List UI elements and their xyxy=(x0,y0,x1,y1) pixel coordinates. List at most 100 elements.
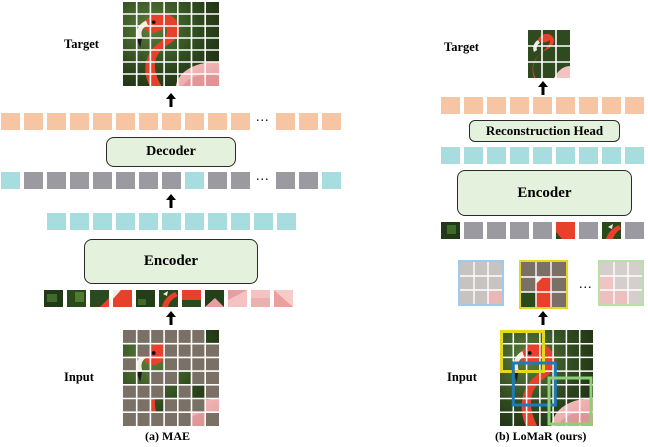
encoder-output-token xyxy=(231,213,250,230)
mask-token xyxy=(70,172,89,189)
visible-patch-token xyxy=(182,290,201,307)
window-blue xyxy=(458,260,504,306)
mask-token xyxy=(231,172,250,189)
mask-token xyxy=(93,172,112,189)
encoder-label: Encoder xyxy=(143,253,199,269)
mask-token xyxy=(510,222,529,239)
decoder-output-token xyxy=(322,113,341,130)
mae-input-image xyxy=(123,330,219,426)
up-arrow-icon xyxy=(166,194,176,208)
lomar-input-image xyxy=(500,330,593,426)
visible-patch-token xyxy=(228,290,247,307)
up-arrow-icon xyxy=(538,311,548,325)
right-target-label: Target xyxy=(444,40,479,54)
encoder-output-token xyxy=(625,147,644,164)
encoder-output-token xyxy=(441,147,460,164)
blue-window-outline xyxy=(511,361,557,407)
encoder-output-token xyxy=(602,147,621,164)
left-caption: (a) MAE xyxy=(145,429,190,443)
mask-token xyxy=(276,172,295,189)
encoder-output-token xyxy=(139,213,158,230)
lomar-target-image xyxy=(528,30,570,78)
decoder-input-token xyxy=(1,172,20,189)
encoder-output-token xyxy=(116,213,135,230)
mask-token xyxy=(162,172,181,189)
mask-token xyxy=(139,172,158,189)
encoder-output-token xyxy=(556,147,575,164)
mask-token xyxy=(533,222,552,239)
mask-token xyxy=(464,222,483,239)
decoder-output-token xyxy=(93,113,112,130)
right-input-label: Input xyxy=(447,370,477,384)
window-green xyxy=(598,260,644,306)
head-output-token xyxy=(533,97,552,114)
decoder-input-token xyxy=(322,172,341,189)
window-yellow xyxy=(519,260,568,309)
head-output-token xyxy=(464,97,483,114)
decoder-output-token xyxy=(208,113,227,130)
visible-patch-token xyxy=(44,290,63,307)
head-output-token xyxy=(556,97,575,114)
decoder-output-token xyxy=(1,113,20,130)
visible-patch-token xyxy=(113,290,132,307)
mask-token xyxy=(24,172,43,189)
decoder-output-token xyxy=(276,113,295,130)
encoder-output-token xyxy=(579,147,598,164)
lomar-encoder-block: Encoder xyxy=(457,170,632,216)
decoder-input-token xyxy=(185,172,204,189)
encoder-block: Encoder xyxy=(84,239,258,284)
ellipsis: ... xyxy=(256,110,270,125)
head-output-token xyxy=(625,97,644,114)
encoder-output-token xyxy=(162,213,181,230)
yellow-window-outline xyxy=(500,330,545,373)
visible-patch-token xyxy=(67,290,86,307)
visible-patch-token xyxy=(159,290,178,307)
right-caption: (b) LoMaR (ours) xyxy=(495,429,587,443)
mae-target-image xyxy=(123,2,219,86)
ellipsis: ... xyxy=(256,169,270,184)
head-output-token xyxy=(579,97,598,114)
head-output-token xyxy=(487,97,506,114)
mask-token xyxy=(208,172,227,189)
head-output-token xyxy=(510,97,529,114)
encoder-output-token xyxy=(254,213,273,230)
encoder-output-token xyxy=(93,213,112,230)
visible-patch-token xyxy=(556,222,575,239)
mask-token xyxy=(487,222,506,239)
encoder-output-token xyxy=(277,213,296,230)
encoder-output-token xyxy=(185,213,204,230)
mask-token xyxy=(299,172,318,189)
left-input-label: Input xyxy=(64,370,94,384)
mask-token xyxy=(625,222,644,239)
encoder-output-token xyxy=(47,213,66,230)
encoder-output-token xyxy=(487,147,506,164)
decoder-output-token xyxy=(116,113,135,130)
head-output-token xyxy=(441,97,460,114)
head-output-token xyxy=(602,97,621,114)
decoder-output-token xyxy=(299,113,318,130)
visible-patch-token xyxy=(441,222,460,239)
mask-token xyxy=(47,172,66,189)
encoder-output-token xyxy=(70,213,89,230)
ellipsis: ... xyxy=(579,277,593,292)
visible-patch-token xyxy=(274,290,293,307)
up-arrow-icon xyxy=(166,93,176,107)
reconstruction-head-block: Reconstruction Head xyxy=(469,120,620,142)
lomar-encoder-label: Encoder xyxy=(517,184,572,201)
decoder-output-token xyxy=(24,113,43,130)
decoder-output-token xyxy=(47,113,66,130)
decoder-output-token xyxy=(231,113,250,130)
visible-patch-token xyxy=(205,290,224,307)
encoder-output-token xyxy=(533,147,552,164)
visible-patch-token xyxy=(251,290,270,307)
decoder-block: Decoder xyxy=(106,137,236,167)
reconstruction-head-label: Reconstruction Head xyxy=(485,123,604,138)
decoder-output-token xyxy=(139,113,158,130)
decoder-output-token xyxy=(70,113,89,130)
encoder-output-token xyxy=(208,213,227,230)
up-arrow-icon xyxy=(166,311,176,325)
visible-patch-token xyxy=(602,222,621,239)
encoder-output-token xyxy=(464,147,483,164)
up-arrow-icon xyxy=(538,81,548,95)
visible-patch-token xyxy=(90,290,109,307)
